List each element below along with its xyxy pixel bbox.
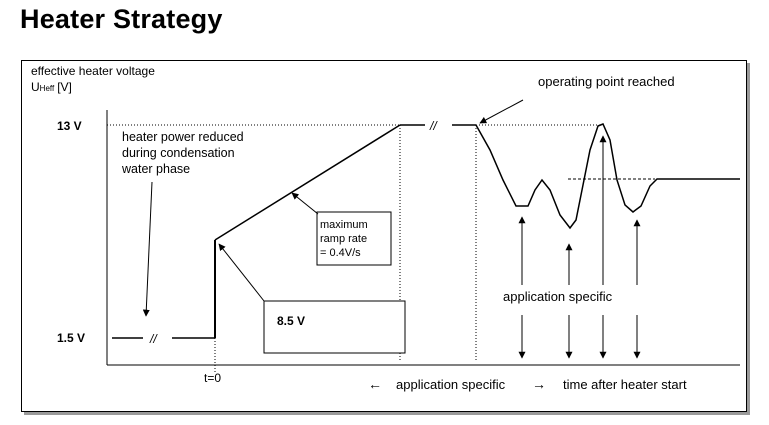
condensation-note-line2: during condensation bbox=[122, 146, 235, 160]
y-axis-unit-bracket: [V] bbox=[57, 80, 72, 94]
application-specific-label: application specific bbox=[503, 289, 613, 304]
page-title: Heater Strategy bbox=[20, 4, 223, 34]
condensation-note-line3: water phase bbox=[121, 162, 190, 176]
curve-ramp bbox=[214, 124, 401, 241]
operating-point-label: operating point reached bbox=[538, 74, 675, 89]
mid-level-box bbox=[263, 300, 406, 354]
y-axis-unit-subscript: Heff bbox=[40, 84, 55, 93]
x-axis-label: time after heater start bbox=[563, 377, 687, 392]
mid-level-arrow bbox=[218, 243, 265, 302]
y-axis-unit-symbol: U bbox=[31, 80, 40, 94]
operating-point-arrow bbox=[479, 99, 524, 124]
right-arrow-glyph: → bbox=[532, 376, 546, 392]
y-axis-label: effective heater voltage bbox=[31, 64, 155, 78]
y-axis-unit: UHeff[V] bbox=[31, 80, 72, 94]
break-mark-high: // bbox=[429, 119, 438, 133]
ramp-rate-line1: maximum bbox=[320, 219, 368, 231]
break-mark-low: // bbox=[149, 332, 158, 346]
level-13v-label: 13 V bbox=[57, 119, 82, 133]
x-axis-application-specific: application specific bbox=[396, 377, 506, 392]
left-arrow-glyph: ← bbox=[368, 376, 382, 392]
mid-level-label: 8.5 V bbox=[277, 314, 305, 328]
level-1-5v-label: 1.5 V bbox=[57, 331, 85, 345]
condensation-note-line1: heater power reduced bbox=[122, 130, 244, 144]
curve-application-waveform bbox=[475, 123, 740, 230]
ramp-rate-arrow bbox=[291, 192, 319, 215]
t0-label: t=0 bbox=[204, 371, 221, 385]
condensation-arrow bbox=[142, 181, 153, 317]
ramp-rate-box bbox=[316, 211, 392, 266]
ramp-rate-line2: ramp rate bbox=[320, 233, 367, 245]
ramp-rate-line3: = 0.4V/s bbox=[320, 247, 361, 259]
